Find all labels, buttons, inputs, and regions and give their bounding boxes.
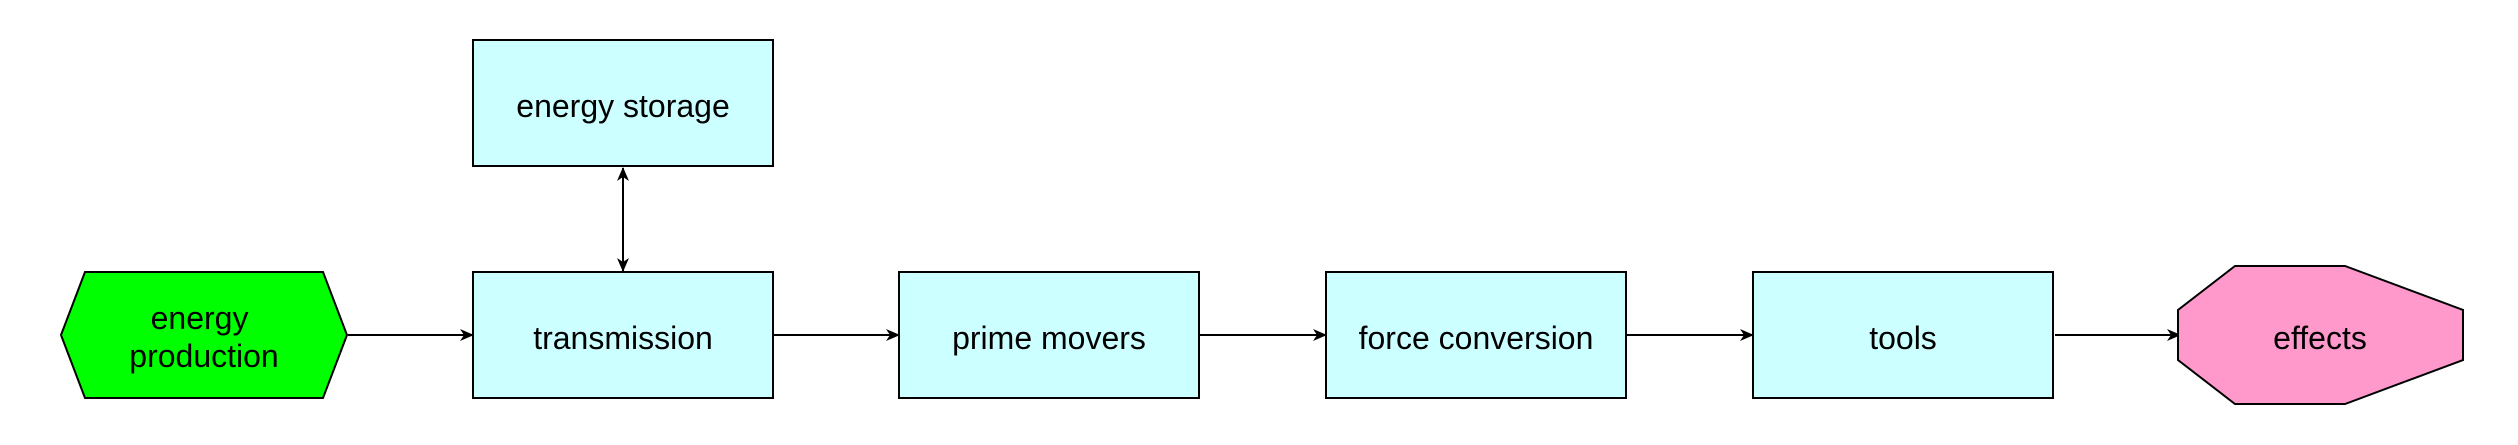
node-effects: effects <box>2177 265 2464 405</box>
node-tools: tools <box>1752 271 2054 399</box>
box-shape <box>1752 271 2054 399</box>
node-force-conversion: force conversion <box>1325 271 1627 399</box>
node-energy-storage: energy storage <box>472 39 774 167</box>
node-energy-production: energy production <box>59 271 349 399</box>
box-shape <box>898 271 1200 399</box>
node-label: force conversion <box>1359 320 1594 356</box>
node-label: energy production <box>129 300 278 374</box>
node-transmission: transmission <box>472 271 774 399</box>
octagon-shape <box>2177 265 2464 405</box>
box-shape <box>472 39 774 167</box>
hexagon-shape <box>59 271 349 399</box>
node-label: transmission <box>533 320 713 356</box>
node-label: prime movers <box>952 320 1146 356</box>
node-prime-movers: prime movers <box>898 271 1200 399</box>
edges <box>348 167 2181 341</box>
node-label: energy storage <box>516 88 729 124</box>
node-label: tools <box>1869 320 1937 356</box>
node-label: effects <box>2273 320 2367 356</box>
node-label-line-2: production <box>129 338 278 374</box>
box-shape <box>1325 271 1627 399</box>
box-shape <box>472 271 774 399</box>
node-label-line-1: energy <box>151 300 249 336</box>
